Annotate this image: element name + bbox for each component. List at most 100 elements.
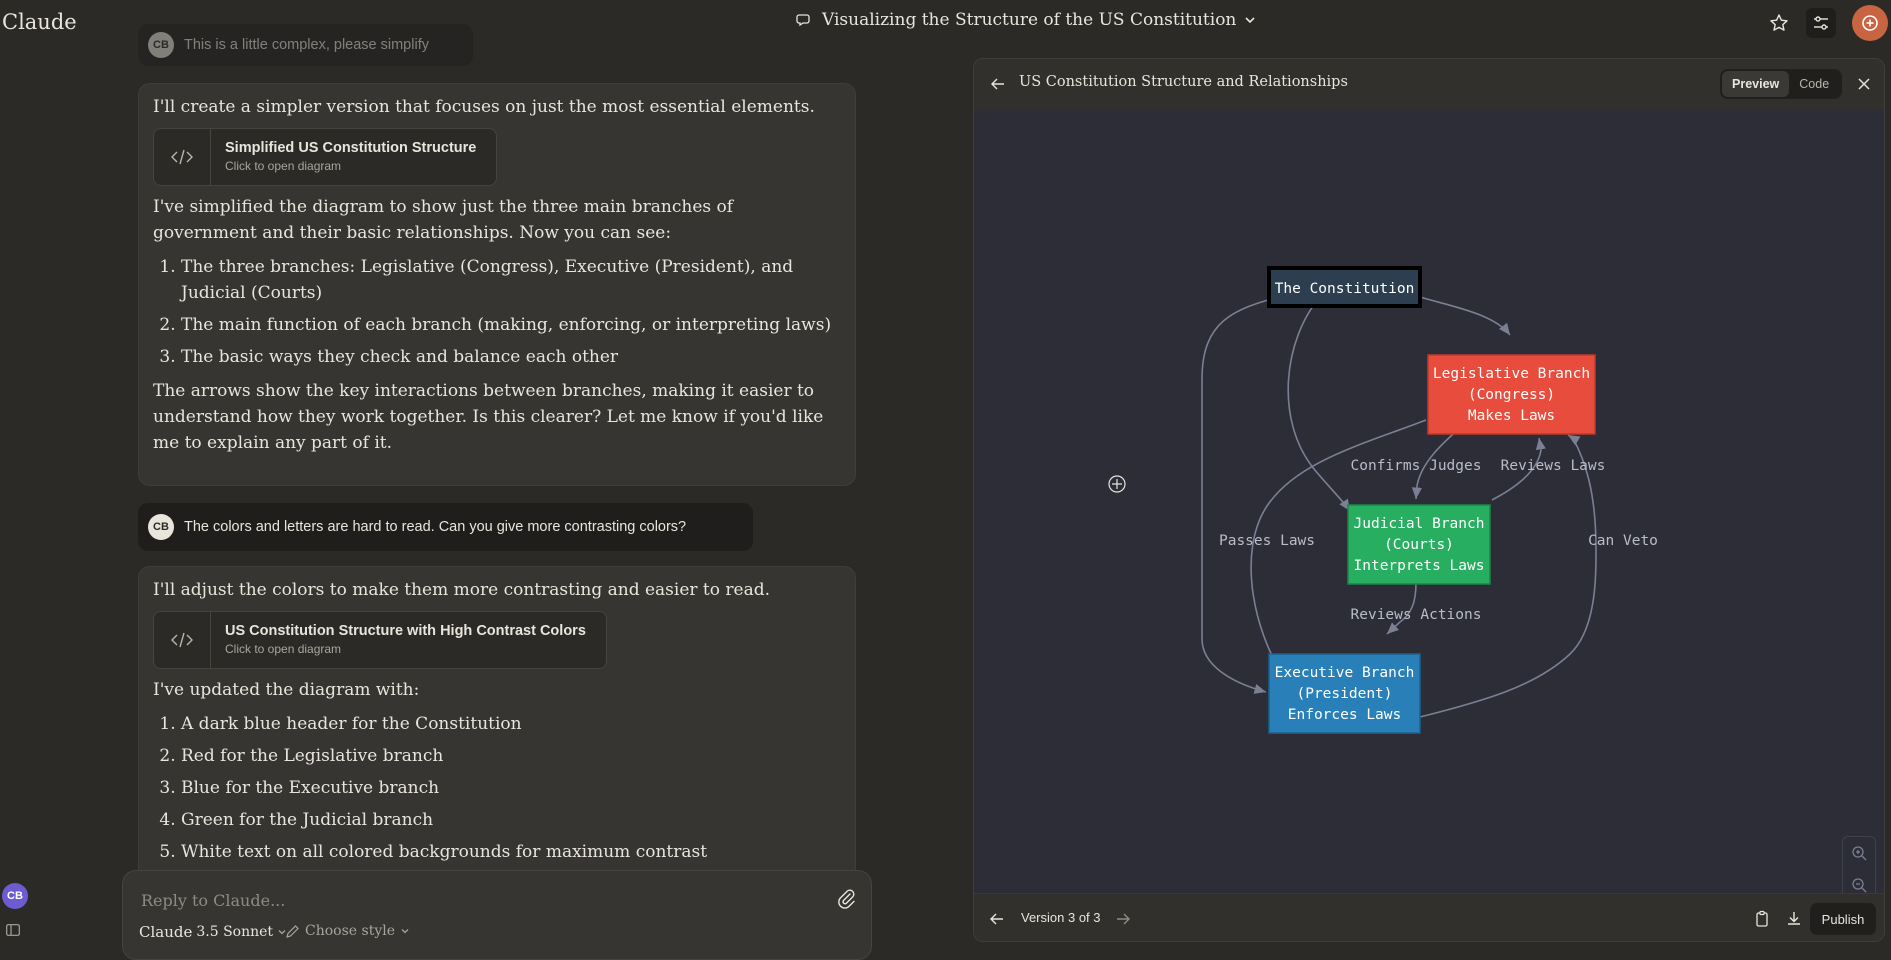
- publish-button[interactable]: Publish: [1810, 903, 1876, 935]
- assistant-list: A dark blue header for the Constitution …: [153, 711, 841, 865]
- tab-preview[interactable]: Preview: [1722, 71, 1790, 97]
- user-message-text: This is a little complex, please simplif…: [184, 37, 429, 53]
- artifact-card-title: US Constitution Structure with High Cont…: [225, 623, 586, 639]
- move-cursor-icon: [1108, 475, 1126, 493]
- view-toggle: Preview Code: [1720, 69, 1842, 99]
- model-selector[interactable]: Claude 3.5 Sonnet: [139, 923, 287, 941]
- edge-label-passes-laws: Passes Laws: [1219, 533, 1315, 549]
- chevron-down-icon: [1245, 17, 1255, 24]
- artifact-card-subtitle: Click to open diagram: [225, 159, 342, 173]
- style-selector[interactable]: Choose style: [285, 923, 410, 939]
- conversation-title: Visualizing the Structure of the US Cons…: [822, 10, 1237, 30]
- user-message: CB The colors and letters are hard to re…: [138, 503, 753, 551]
- node-executive-line-3: Enforces Laws: [1288, 707, 1402, 723]
- tab-code[interactable]: Code: [1799, 77, 1830, 91]
- artifact-card-title: Simplified US Constitution Structure: [225, 140, 477, 156]
- node-legislative-line-1: Legislative Branch: [1433, 366, 1590, 382]
- conversation-title-button[interactable]: Visualizing the Structure of the US Cons…: [796, 10, 1256, 30]
- node-legislative-line-2: (Congress): [1468, 387, 1555, 403]
- previous-version-icon[interactable]: [988, 910, 1006, 928]
- assistant-text: I've simplified the diagram to show just…: [153, 197, 734, 243]
- paperclip-icon[interactable]: [835, 887, 857, 909]
- user-message-avatar: CB: [148, 514, 174, 540]
- node-constitution: The Constitution: [1267, 266, 1422, 308]
- edge-label-reviews-actions: Reviews Actions: [1351, 607, 1482, 623]
- code-icon: [154, 129, 211, 185]
- edge-label-can-veto: Can Veto: [1588, 533, 1658, 549]
- assistant-text: I'll adjust the colors to make them more…: [153, 580, 771, 600]
- sidebar-toggle-icon[interactable]: [6, 924, 20, 936]
- edge-constitution-executive: [1201, 296, 1280, 694]
- list-item: Red for the Legislative branch: [181, 743, 841, 769]
- reply-composer: Claude 3.5 Sonnet Choose style: [122, 870, 872, 960]
- list-item: A dark blue header for the Constitution: [181, 711, 841, 737]
- assistant-message: I'll adjust the colors to make them more…: [138, 566, 856, 906]
- version-label: Version 3 of 3: [1021, 910, 1101, 925]
- claude-logo[interactable]: Claude: [2, 10, 77, 34]
- edge-judicial-legislative: [1491, 437, 1546, 501]
- zoom-in-icon[interactable]: [1851, 845, 1867, 861]
- zoom-out-icon[interactable]: [1851, 877, 1867, 893]
- close-icon[interactable]: [1854, 74, 1874, 94]
- node-judicial-line-2: (Courts): [1384, 537, 1454, 553]
- assistant-text: I've updated the diagram with:: [153, 680, 420, 700]
- chat-bubbles-icon: [796, 14, 810, 27]
- diagram-preview: Confirms Judges Reviews Laws Passes Laws…: [974, 109, 1884, 934]
- artifact-title: US Constitution Structure and Relationsh…: [1019, 74, 1348, 90]
- edge-constitution-legislative: [1419, 296, 1511, 336]
- list-item: White text on all colored backgrounds fo…: [181, 839, 841, 865]
- model-name: Claude: [139, 923, 193, 941]
- next-version-icon[interactable]: [1114, 910, 1132, 928]
- list-item: The main function of each branch (making…: [181, 312, 841, 338]
- node-judicial-line-1: Judicial Branch: [1354, 516, 1485, 532]
- assistant-message: I'll create a simpler version that focus…: [138, 83, 856, 486]
- list-item: The three branches: Legislative (Congres…: [181, 254, 841, 306]
- user-message-text: The colors and letters are hard to read.…: [184, 519, 687, 535]
- list-item: Green for the Judicial branch: [181, 807, 841, 833]
- model-version: 3.5 Sonnet: [196, 924, 274, 940]
- settings-button[interactable]: [1806, 8, 1836, 38]
- node-judicial: Judicial Branch (Courts) Interprets Laws: [1347, 504, 1491, 585]
- new-chat-icon: [1862, 15, 1878, 31]
- user-avatar[interactable]: CB: [2, 883, 28, 909]
- style-label: Choose style: [305, 923, 395, 939]
- edge-constitution-judicial: [1287, 296, 1351, 512]
- chevron-down-icon: [278, 930, 286, 935]
- user-message: CB This is a little complex, please simp…: [138, 24, 473, 66]
- pen-icon: [286, 924, 299, 938]
- reply-input[interactable]: [139, 885, 803, 915]
- assistant-text: I'll create a simpler version that focus…: [153, 97, 815, 117]
- constitution-diagram: Confirms Judges Reviews Laws Passes Laws…: [1108, 266, 1658, 734]
- list-item: Blue for the Executive branch: [181, 775, 841, 801]
- node-legislative-line-3: Makes Laws: [1468, 408, 1555, 424]
- edge-legislative-executive: [1250, 419, 1427, 696]
- node-executive-line-1: Executive Branch: [1275, 665, 1415, 681]
- edge-judicial-executive: [1386, 582, 1417, 635]
- node-legislative: Legislative Branch (Congress) Makes Laws: [1427, 354, 1596, 435]
- node-executive-line-2: (President): [1296, 686, 1392, 702]
- artifact-card[interactable]: US Constitution Structure with High Cont…: [153, 611, 607, 669]
- artifact-footer: Version 3 of 3 Publish: [974, 893, 1884, 941]
- artifact-card[interactable]: Simplified US Constitution Structure Cli…: [153, 128, 497, 186]
- sliders-icon: [1814, 16, 1828, 30]
- node-executive: Executive Branch (President) Enforces La…: [1268, 653, 1421, 734]
- new-chat-button[interactable]: [1852, 5, 1888, 41]
- star-icon: [1770, 14, 1788, 31]
- artifact-header: US Constitution Structure and Relationsh…: [974, 59, 1884, 110]
- artifact-card-subtitle: Click to open diagram: [225, 642, 342, 656]
- artifact-panel: US Constitution Structure and Relationsh…: [973, 58, 1885, 942]
- chevron-down-icon: [401, 929, 409, 934]
- node-constitution-label: The Constitution: [1275, 281, 1415, 297]
- star-button[interactable]: [1764, 8, 1794, 38]
- top-bar: Claude Visualizing the Structure of the …: [0, 0, 1891, 46]
- code-icon: [154, 612, 211, 668]
- back-arrow-icon[interactable]: [988, 74, 1008, 94]
- assistant-text: The arrows show the key interactions bet…: [153, 381, 824, 453]
- download-icon[interactable]: [1784, 909, 1804, 929]
- node-judicial-line-3: Interprets Laws: [1354, 558, 1485, 574]
- edge-executive-legislative: [1419, 434, 1597, 718]
- edge-label-confirms-judges: Confirms Judges: [1351, 458, 1482, 474]
- assistant-list: The three branches: Legislative (Congres…: [153, 254, 841, 370]
- copy-icon[interactable]: [1752, 909, 1772, 929]
- list-item: The basic ways they check and balance ea…: [181, 344, 841, 370]
